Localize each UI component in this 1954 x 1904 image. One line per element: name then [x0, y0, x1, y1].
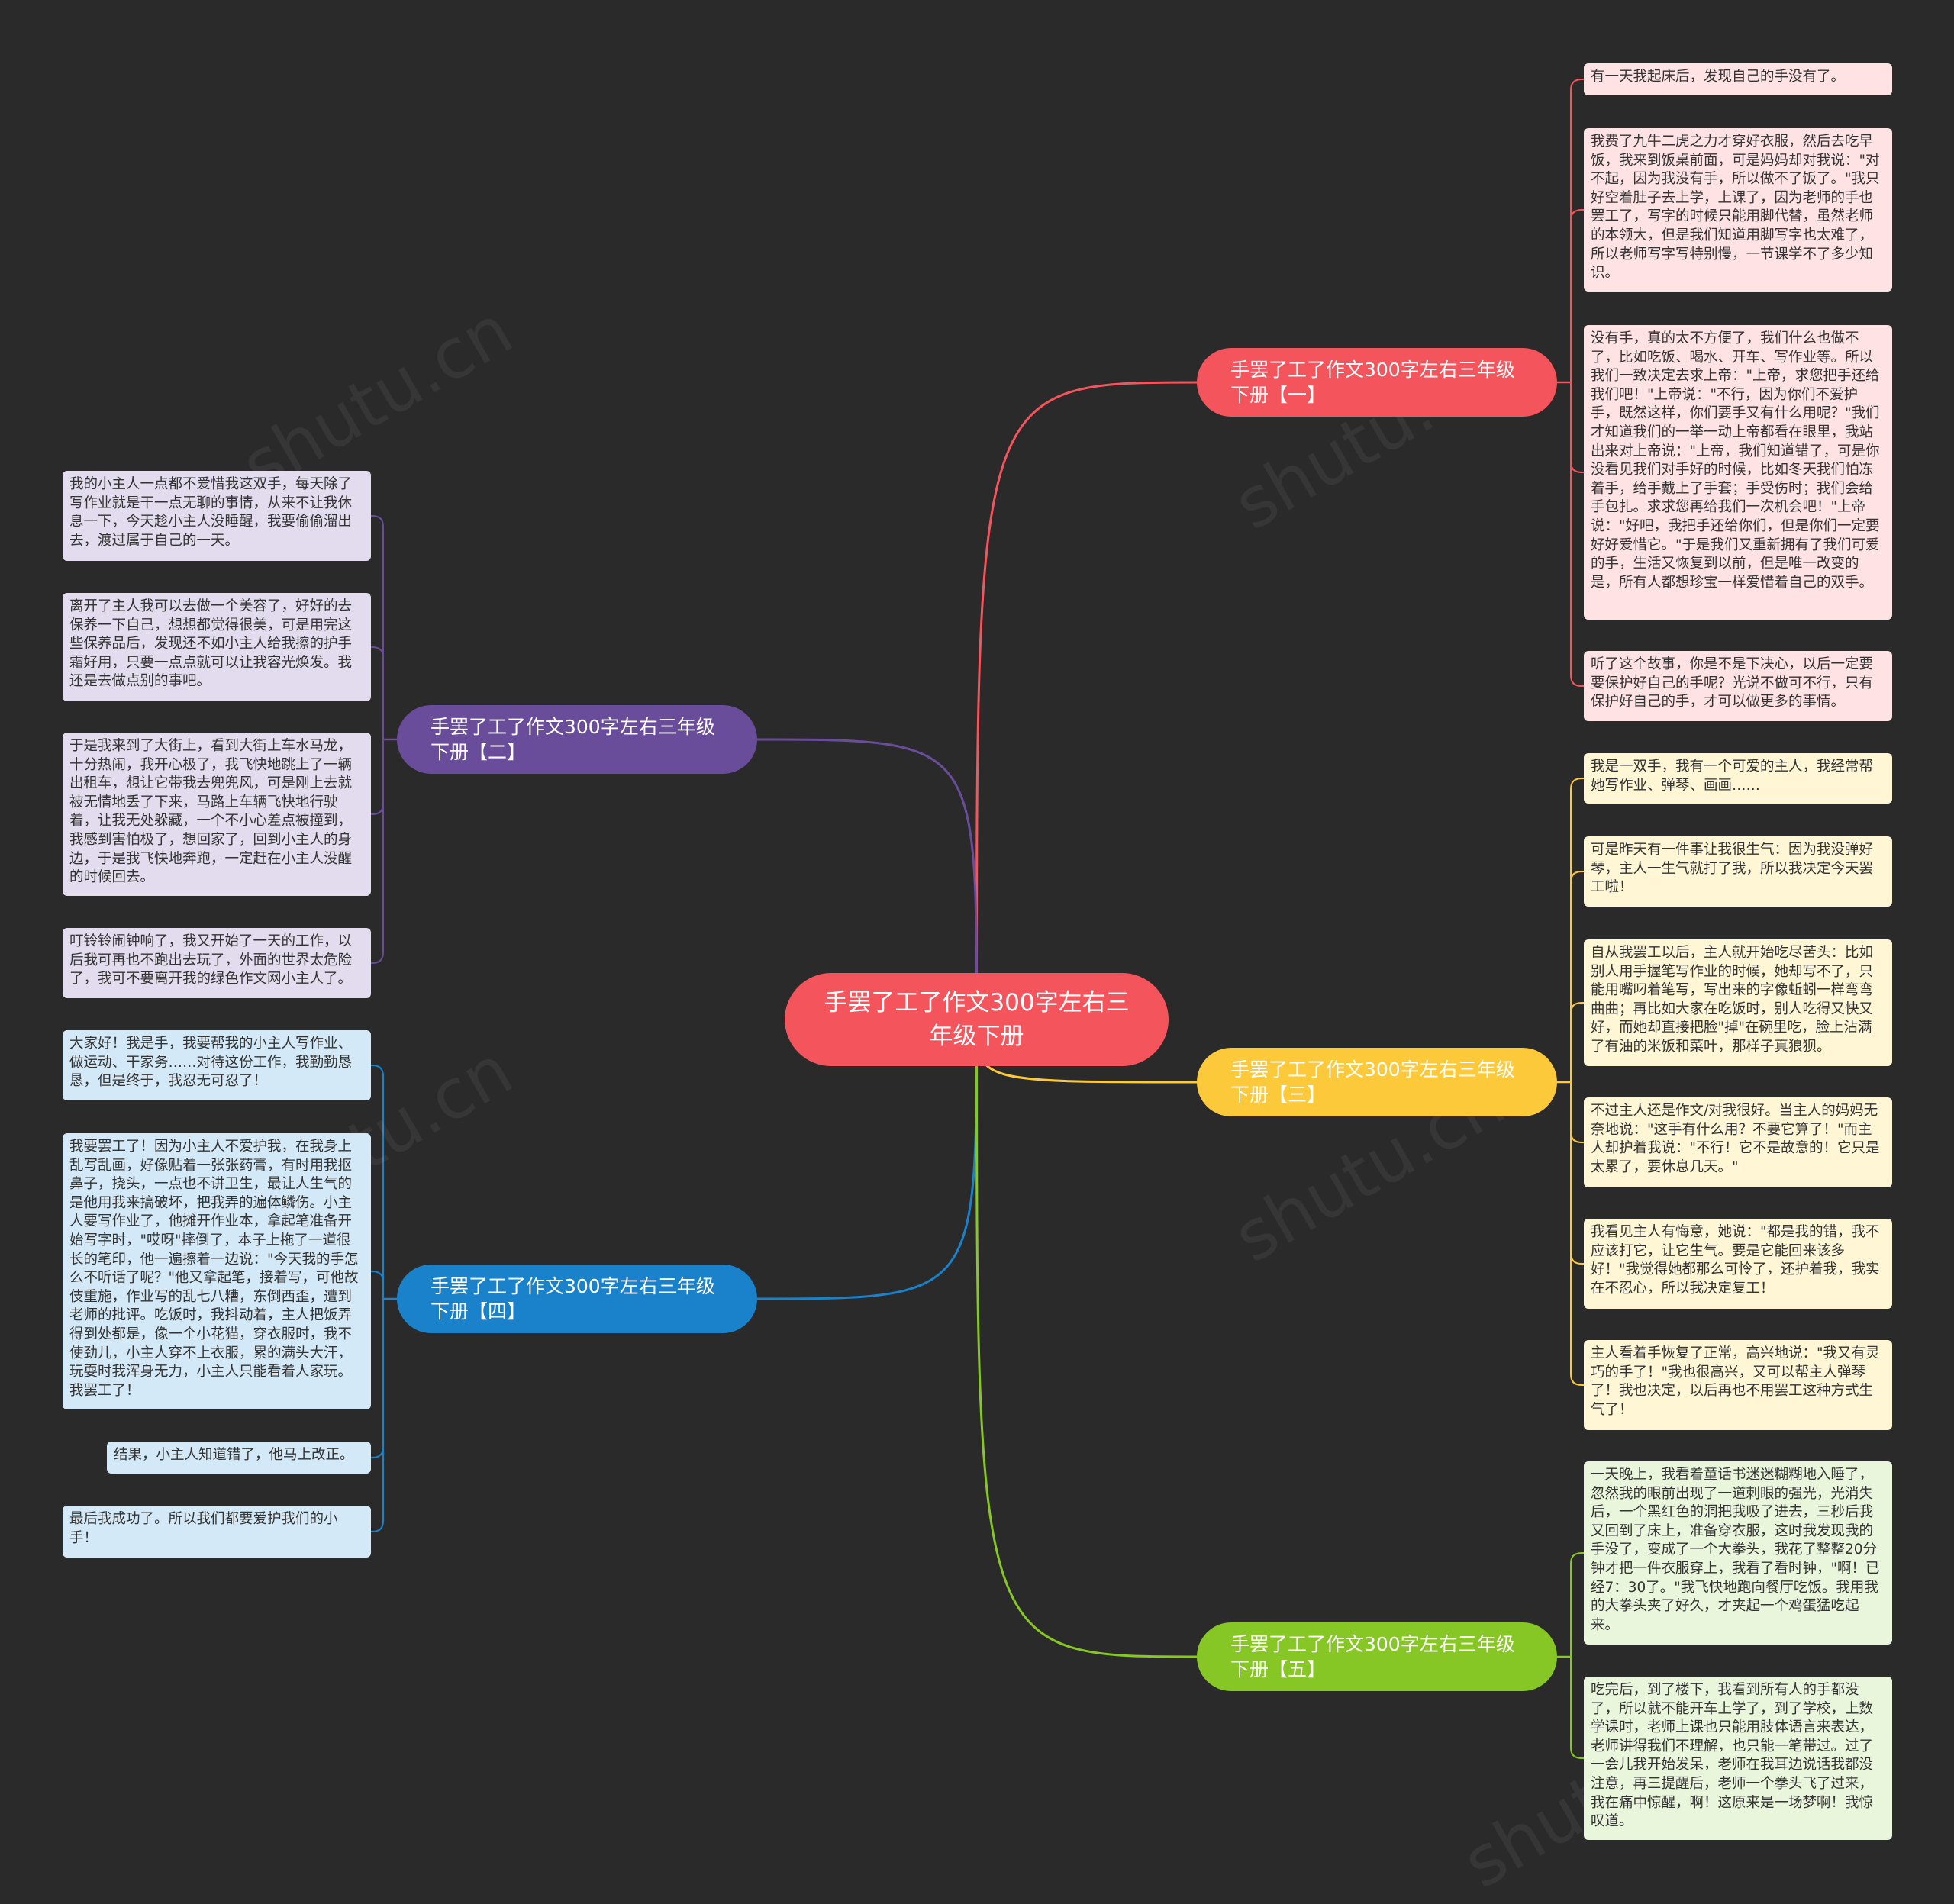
leaf-text: 我费了九牛二虎之力才穿好衣服，然后去吃早饭，我来到饭桌前面，可是妈妈却对我说："… [1591, 134, 1880, 282]
leaf-text: 我是一双手，我有一个可爱的主人，我经常帮她写作业、弹琴、画画…… [1591, 759, 1874, 794]
leaf-text: 一天晚上，我看着童话书迷迷糊糊地入睡了，忽然我的眼前出现了一道刺眼的强光，光消失… [1591, 1467, 1880, 1633]
leaf-text: 我的小主人一点都不爱惜我这双手，每天除了写作业就是干一点无聊的事情，从来不让我休… [69, 476, 353, 549]
leaf-note[interactable]: 有一天我起床后，发现自己的手没有了。 [1584, 63, 1892, 95]
leaf-text: 最后我成功了。所以我们都要爱护我们的小手！ [69, 1511, 338, 1546]
connector-line [371, 1299, 384, 1458]
leaf-text: 主人看着手恢复了正常，高兴地说："我又有灵巧的手了！"我也很高兴，又可以帮主人弹… [1591, 1345, 1880, 1418]
branch-topic-label: 手罢了工了作文300字左右三年级下册【二】 [430, 716, 715, 763]
branch-topic-label: 手罢了工了作文300字左右三年级下册【四】 [430, 1275, 715, 1322]
connector-line [371, 515, 384, 739]
leaf-note[interactable]: 我是一双手，我有一个可爱的主人，我经常帮她写作业、弹琴、画画…… [1584, 753, 1892, 804]
leaf-text: 吃完后，到了楼下，我看到所有人的手都没了，所以就不能开车上学了，到了学校，上数学… [1591, 1682, 1874, 1830]
leaf-text: 离开了主人我可以去做一个美容了，好好的去保养一下自己，想想都觉得很美，可是用完这… [69, 598, 353, 690]
leaf-text: 结果，小主人知道错了，他马上改正。 [114, 1447, 354, 1463]
leaf-note[interactable]: 结果，小主人知道错了，他马上改正。 [107, 1442, 371, 1474]
leaf-text: 没有手，真的太不方便了，我们什么也做不了，比如吃饭、喝水、开车、写作业等。所以我… [1591, 330, 1880, 591]
leaf-text: 可是昨天有一件事让我很生气：因为我没弹好琴，主人一生气就打了我，所以我决定今天罢… [1591, 842, 1874, 896]
leaf-note[interactable]: 叮铃铃闹钟响了，我又开始了一天的工作，以后我可再也不跑出去玩了，外面的世界太危险… [63, 928, 371, 998]
branch-topic-label: 手罢了工了作文300字左右三年级下册【五】 [1230, 1633, 1515, 1680]
leaf-note[interactable]: 我费了九牛二虎之力才穿好衣服，然后去吃早饭，我来到饭桌前面，可是妈妈却对我说："… [1584, 128, 1892, 292]
leaf-text: 我要罢工了！因为小主人不爱护我，在我身上乱写乱画，好像贴着一张张药膏，有时用我抠… [69, 1139, 359, 1399]
branch-topic-4[interactable]: 手罢了工了作文300字左右三年级下册【四】 [397, 1265, 757, 1333]
connector-line [371, 646, 384, 739]
connector-line [371, 1299, 384, 1532]
leaf-note[interactable]: 我要罢工了！因为小主人不爱护我，在我身上乱写乱画，好像贴着一张张药膏，有时用我抠… [63, 1133, 371, 1409]
connector-line [1570, 382, 1584, 687]
connector-line [756, 738, 978, 1020]
leaf-text: 不过主人还是作文/对我很好。当主人的妈妈无奈地说："这手有什么用？不要它算了！"… [1591, 1103, 1880, 1175]
branch-topic-5[interactable]: 手罢了工了作文300字左右三年级下册【五】 [1197, 1622, 1557, 1691]
leaf-text: 我看见主人有悔意，她说："都是我的错，我不应该打它，让它生气。要是它能回来该多好… [1591, 1224, 1880, 1297]
connector-line [371, 739, 384, 964]
connector-line [1570, 79, 1584, 382]
branch-topic-2[interactable]: 手罢了工了作文300字左右三年级下册【二】 [397, 705, 757, 774]
leaf-text: 于是我来到了大街上，看到大街上车水马龙，十分热闹，我开心极了，我飞快地跳上了一辆… [69, 738, 353, 886]
leaf-note[interactable]: 没有手，真的太不方便了，我们什么也做不了，比如吃饭、喝水、开车、写作业等。所以我… [1584, 325, 1892, 620]
connector-line [1570, 1082, 1584, 1265]
leaf-note[interactable]: 听了这个故事，你是不是下决心，以后一定要要保护好自己的手呢？光说不做可不行，只有… [1584, 651, 1892, 721]
connector-line [1570, 778, 1584, 1082]
connector-line [1570, 1552, 1584, 1657]
leaf-note[interactable]: 自从我罢工以后，主人就开始吃尽苦头：比如别人用手握笔写作业的时候，她却写不了，只… [1584, 939, 1892, 1066]
leaf-note[interactable]: 主人看着手恢复了正常，高兴地说："我又有灵巧的手了！"我也很高兴，又可以帮主人弹… [1584, 1340, 1892, 1430]
leaf-note[interactable]: 我的小主人一点都不爱惜我这双手，每天除了写作业就是干一点无聊的事情，从来不让我休… [63, 471, 371, 561]
connector-line [1570, 1002, 1584, 1082]
connector-line [371, 1065, 384, 1299]
branch-topic-label: 手罢了工了作文300字左右三年级下册【一】 [1230, 359, 1515, 406]
leaf-note[interactable]: 可是昨天有一件事让我很生气：因为我没弹好琴，主人一生气就打了我，所以我决定今天罢… [1584, 836, 1892, 907]
branch-topic-3[interactable]: 手罢了工了作文300字左右三年级下册【三】 [1197, 1048, 1557, 1116]
leaf-note[interactable]: 最后我成功了。所以我们都要爱护我们的小手！ [63, 1506, 371, 1558]
leaf-text: 听了这个故事，你是不是下决心，以后一定要要保护好自己的手呢？光说不做可不行，只有… [1591, 656, 1874, 710]
branch-topic-label: 手罢了工了作文300字左右三年级下册【三】 [1230, 1058, 1515, 1106]
leaf-text: 自从我罢工以后，主人就开始吃尽苦头：比如别人用手握笔写作业的时候，她却写不了，只… [1591, 945, 1874, 1055]
root-topic-label: 手罢了工了作文300字左右三年级下册 [824, 989, 1130, 1050]
leaf-text: 有一天我起床后，发现自己的手没有了。 [1591, 69, 1846, 85]
connector-line [1570, 871, 1584, 1082]
connector-line [371, 1271, 384, 1299]
connector-line [1570, 1082, 1584, 1143]
connector-line [1570, 382, 1584, 473]
connector-line [975, 1019, 1198, 1658]
connector-line [1570, 1082, 1584, 1386]
branch-topic-1[interactable]: 手罢了工了作文300字左右三年级下册【一】 [1197, 348, 1557, 417]
root-topic[interactable]: 手罢了工了作文300字左右三年级下册 [785, 973, 1169, 1066]
connector-line [1570, 209, 1584, 382]
leaf-text: 大家好！我是手，我要帮我的小主人写作业、做运动、干家务……对待这份工作，我勤勤恳… [69, 1036, 353, 1090]
connector-line [975, 381, 1198, 1020]
leaf-note[interactable]: 离开了主人我可以去做一个美容了，好好的去保养一下自己，想想都觉得很美，可是用完这… [63, 593, 371, 701]
leaf-note[interactable]: 不过主人还是作文/对我很好。当主人的妈妈无奈地说："这手有什么用？不要它算了！"… [1584, 1097, 1892, 1187]
leaf-note[interactable]: 于是我来到了大街上，看到大街上车水马龙，十分热闹，我开心极了，我飞快地跳上了一辆… [63, 733, 371, 896]
connector-line [1570, 1657, 1584, 1759]
leaf-note[interactable]: 一天晚上，我看着童话书迷迷糊糊地入睡了，忽然我的眼前出现了一道刺眼的强光，光消失… [1584, 1461, 1892, 1645]
leaf-text: 叮铃铃闹钟响了，我又开始了一天的工作，以后我可再也不跑出去玩了，外面的世界太危险… [69, 933, 353, 987]
leaf-note[interactable]: 大家好！我是手，我要帮我的小主人写作业、做运动、干家务……对待这份工作，我勤勤恳… [63, 1030, 371, 1100]
leaf-note[interactable]: 吃完后，到了楼下，我看到所有人的手都没了，所以就不能开车上学了，到了学校，上数学… [1584, 1677, 1892, 1840]
leaf-note[interactable]: 我看见主人有悔意，她说："都是我的错，我不应该打它，让它生气。要是它能回来该多好… [1584, 1219, 1892, 1309]
connector-line [371, 739, 384, 815]
